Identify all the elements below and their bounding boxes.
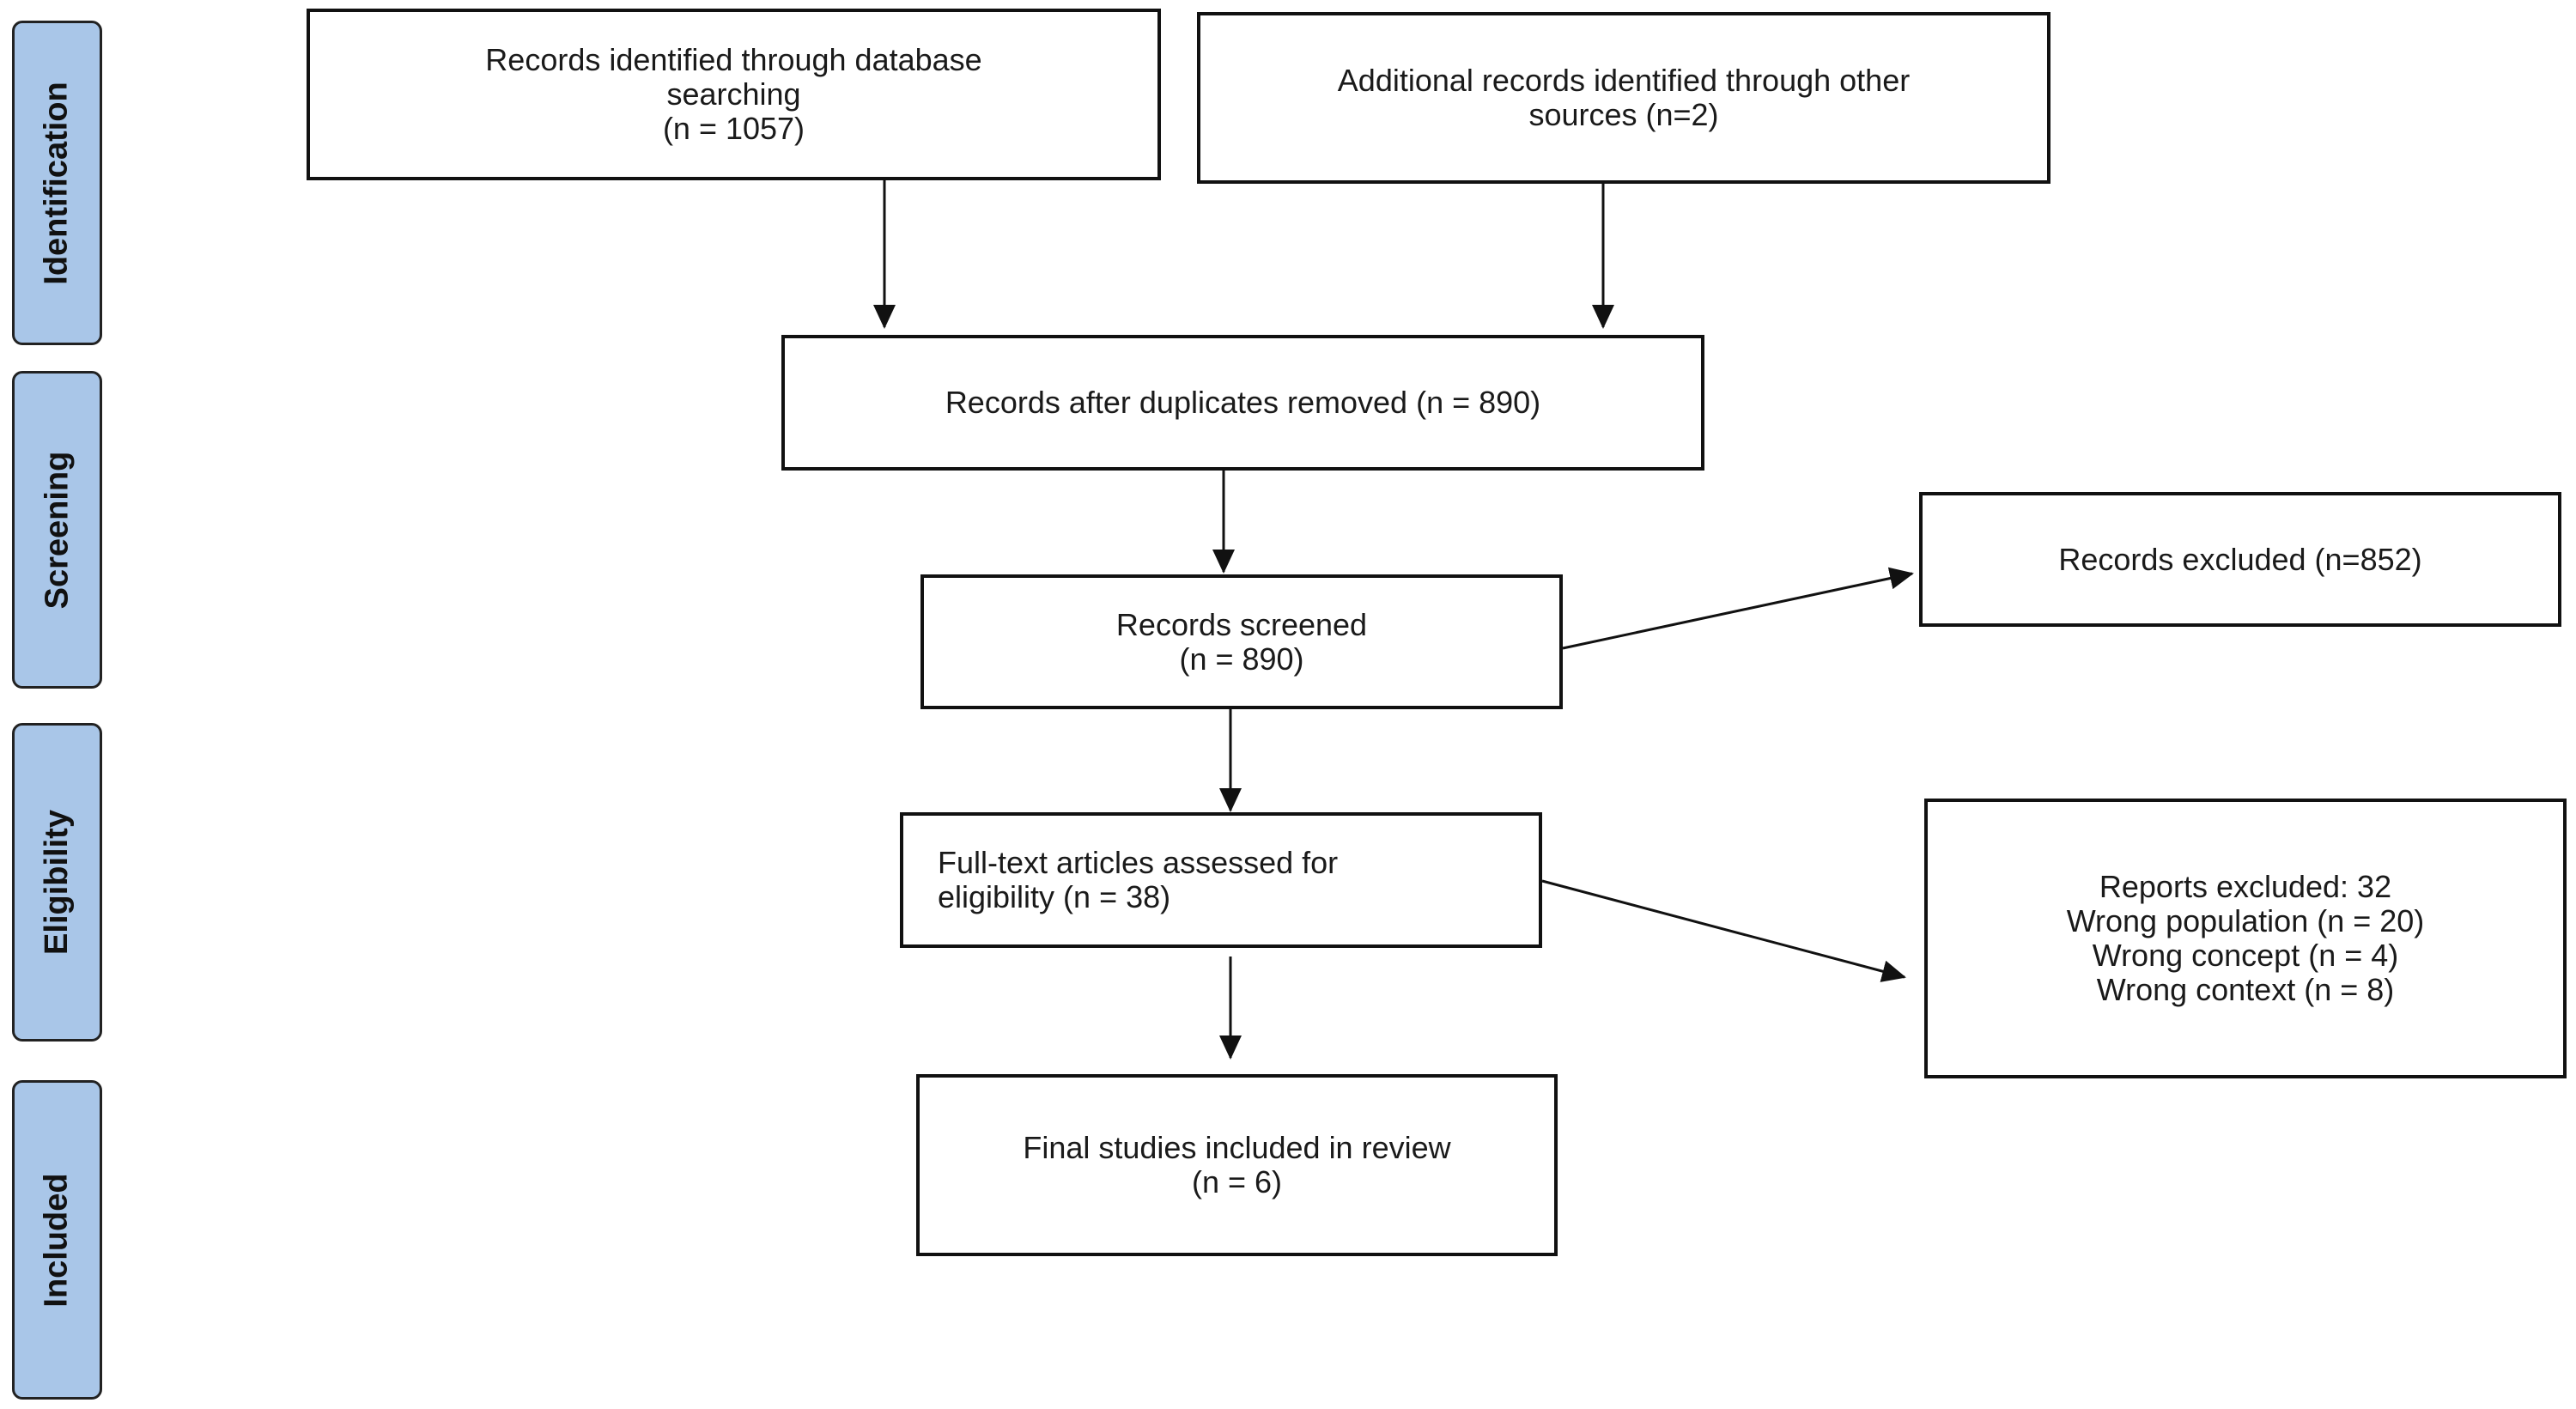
arrow-fulltext-to-reports-excluded	[1541, 879, 1906, 982]
box-reports-line-4: Wrong context (n = 8)	[2096, 972, 2395, 1007]
box-other-line-1: Additional records identified through ot…	[1337, 63, 1911, 98]
box-reports-excluded: Reports excluded: 32 Wrong population (n…	[1924, 799, 2567, 1078]
box-screened-line-2: (n = 890)	[1179, 641, 1304, 677]
box-records-screened: Records screened (n = 890)	[920, 574, 1563, 709]
box-database-line-3: (n = 1057)	[662, 111, 805, 146]
box-fulltext-line-2: eligibility (n = 38)	[938, 879, 1171, 914]
box-duplicates-line-1: Records after duplicates removed (n = 89…	[945, 385, 1541, 420]
box-final-line-2: (n = 6)	[1191, 1164, 1283, 1199]
box-other-line-2: sources (n=2)	[1528, 97, 1719, 132]
box-fulltext-assessed: Full-text articles assessed for eligibil…	[900, 812, 1542, 948]
box-reports-line-2: Wrong population (n = 20)	[2066, 903, 2425, 938]
box-excluded-line-1: Records excluded (n=852)	[2058, 541, 2422, 577]
box-fulltext-line-1: Full-text articles assessed for	[938, 845, 1339, 880]
box-records-excluded: Records excluded (n=852)	[1919, 492, 2561, 627]
arrow-screened-to-excluded	[1562, 567, 1914, 650]
box-reports-line-3: Wrong concept (n = 4)	[2092, 938, 2399, 973]
phase-included: Included	[12, 1080, 102, 1400]
box-final-line-1: Final studies included in review	[1023, 1130, 1451, 1165]
box-database-records: Records identified through database sear…	[307, 9, 1161, 180]
box-database-line-1: Records identified through database	[485, 42, 982, 77]
box-reports-line-1: Reports excluded: 32	[2099, 869, 2392, 904]
box-final-included: Final studies included in review (n = 6)	[916, 1074, 1558, 1256]
phase-identification: Identification	[12, 21, 102, 345]
box-database-line-2: searching	[666, 76, 801, 112]
box-duplicates-removed: Records after duplicates removed (n = 89…	[781, 335, 1704, 471]
phase-eligibility: Eligibility	[12, 723, 102, 1042]
box-screened-line-1: Records screened	[1115, 606, 1368, 642]
box-other-sources: Additional records identified through ot…	[1197, 12, 2050, 184]
phase-screening: Screening	[12, 371, 102, 689]
